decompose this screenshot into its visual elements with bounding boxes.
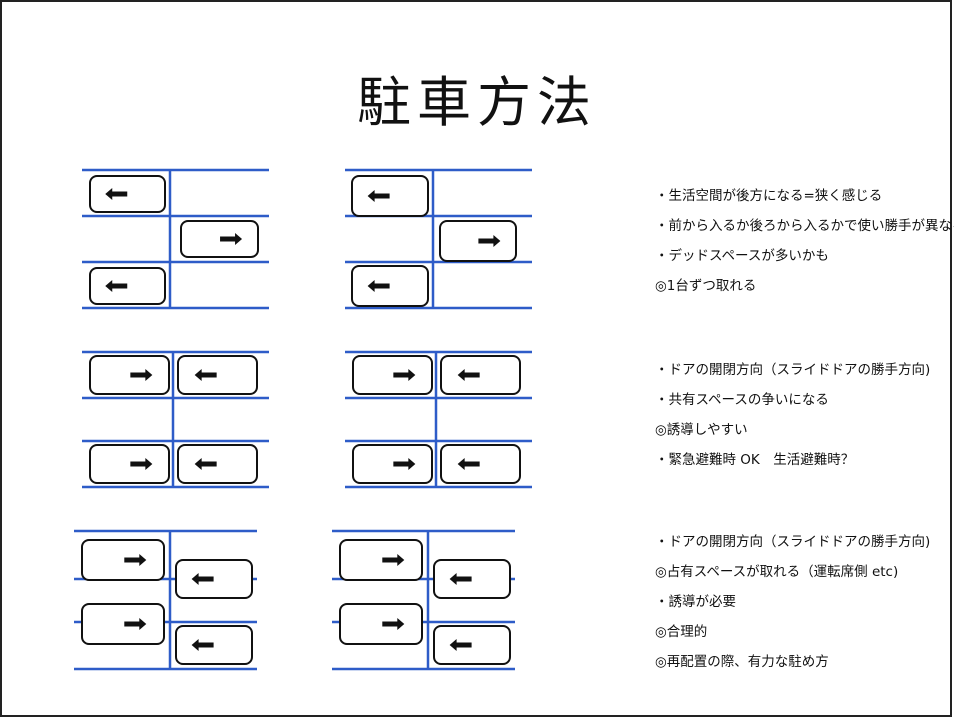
car-direction-arrow	[457, 369, 480, 381]
car-box	[440, 444, 521, 484]
car-box	[440, 355, 521, 395]
note-item: ・生活空間が後方になる=狭く感じる	[655, 188, 883, 204]
car-direction-arrow	[194, 369, 217, 381]
note-item: ・ドアの開閉方向（スライドドアの勝手方向)	[655, 534, 931, 550]
note-item: ・共有スペースの争いになる	[655, 392, 829, 408]
car-box	[89, 267, 166, 305]
car-box	[89, 355, 170, 395]
car-box	[433, 559, 511, 599]
car-direction-arrow	[194, 458, 217, 470]
note-item: ◎再配置の際、有力な駐め方	[655, 654, 829, 670]
car-box	[351, 175, 429, 217]
note-item: ◎占有スペースが取れる（運転席側 etc)	[655, 564, 899, 580]
note-item: ・デッドスペースが多いかも	[655, 248, 829, 264]
car-box	[352, 444, 433, 484]
car-box	[439, 220, 517, 262]
car-box	[89, 175, 166, 213]
note-item: ・緊急避難時 OK 生活避難時？	[655, 452, 855, 468]
car-direction-arrow	[130, 369, 153, 381]
car-direction-arrow	[191, 639, 214, 651]
car-box	[175, 559, 253, 599]
note-item: ◎誘導しやすい	[655, 422, 748, 438]
car-box	[81, 603, 165, 645]
car-direction-arrow	[191, 573, 214, 585]
note-item: ◎1台ずつ取れる	[655, 278, 757, 294]
car-direction-arrow	[124, 554, 147, 566]
notes-group-paired: ・ドアの開閉方向（スライドドアの勝手方向) ・共有スペースの争いになる ◎誘導し…	[655, 360, 930, 480]
car-box	[339, 539, 423, 581]
note-item: ◎合理的	[655, 624, 708, 640]
car-direction-arrow	[449, 573, 472, 585]
car-box	[339, 603, 423, 645]
note-item: ・前から入るか後ろから入るかで使い勝手が異なる	[655, 218, 954, 234]
car-direction-arrow	[393, 458, 416, 470]
car-box	[177, 444, 258, 484]
slide-title: 駐車方法	[357, 71, 597, 134]
car-direction-arrow	[449, 639, 472, 651]
car-direction-arrow	[382, 618, 405, 630]
car-box	[351, 265, 429, 307]
car-direction-arrow	[220, 233, 243, 245]
car-direction-arrow	[367, 190, 390, 202]
car-box	[175, 625, 253, 665]
notes-group-offset-paired: ・ドアの開閉方向（スライドドアの勝手方向) ◎占有スペースが取れる（運転席側 e…	[655, 532, 930, 682]
car-direction-arrow	[105, 188, 128, 200]
car-direction-arrow	[367, 280, 390, 292]
car-box	[352, 355, 433, 395]
car-direction-arrow	[130, 458, 153, 470]
car-direction-arrow	[382, 554, 405, 566]
car-box	[177, 355, 258, 395]
note-item: ・誘導が必要	[655, 594, 736, 610]
car-box	[89, 444, 170, 484]
car-direction-arrow	[105, 280, 128, 292]
car-direction-arrow	[478, 235, 501, 247]
notes-group-staggered: ・生活空間が後方になる=狭く感じる ・前から入るか後ろから入るかで使い勝手が異な…	[655, 186, 954, 306]
car-direction-arrow	[393, 369, 416, 381]
car-direction-arrow	[457, 458, 480, 470]
note-item: ・ドアの開閉方向（スライドドアの勝手方向)	[655, 362, 931, 378]
car-box	[180, 220, 259, 258]
car-direction-arrow	[124, 618, 147, 630]
car-box	[81, 539, 165, 581]
car-box	[433, 625, 511, 665]
